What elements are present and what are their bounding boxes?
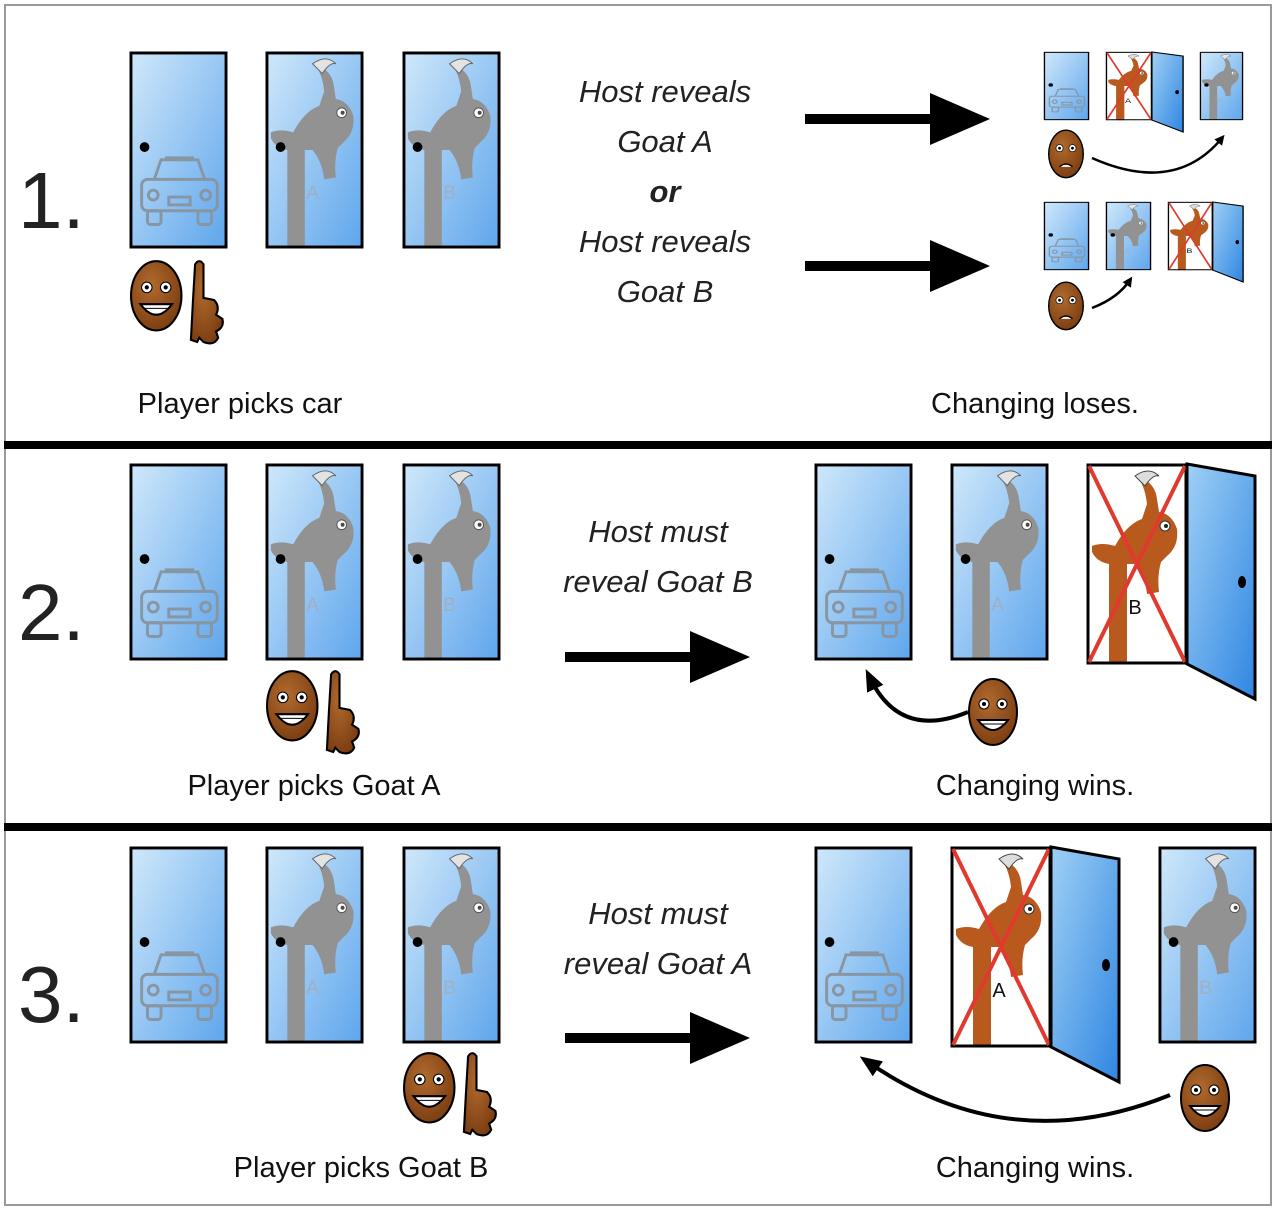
door-icon: B [402,846,501,1044]
open-door-icon: B [1167,201,1244,283]
host-line: Goat B [617,274,714,309]
goat-icon: B [407,58,491,248]
curved-arrow-icon [1091,276,1133,310]
open-door-icon: B [1086,462,1257,702]
goat-icon: A [270,58,354,248]
curved-arrow-icon [865,669,969,723]
goat-letter: A [1125,97,1132,105]
panel-number-2: 2. [18,568,85,657]
goat-icon: A [955,470,1039,660]
result-caption-1: Changing loses. [931,388,1139,420]
pick-caption-3: Player picks Goat B [234,1152,489,1184]
host-text-panel-3: Host must reveal Goat A [564,896,752,981]
car-icon [1048,88,1086,113]
curved-arrow-icon [859,1056,1171,1123]
arrow-icon [805,93,990,145]
face-icon [1048,129,1084,179]
host-line: reveal Goat A [564,946,752,981]
car-icon [140,568,219,638]
pick-caption-2: Player picks Goat A [187,770,441,802]
goat-icon: B [407,470,491,660]
goat-letter: A [306,182,319,204]
goat-letter: B [443,182,456,204]
door-icon [1043,51,1090,121]
goat-letter: B [1199,977,1212,999]
host-text-panel-2: Host must reveal Goat B [563,514,753,599]
face-icon [1048,281,1084,331]
door-icon [129,463,228,661]
door-icon [814,463,913,661]
goat-letter: A [991,594,1004,616]
face-icon [968,678,1018,746]
arrow-icon [805,240,990,292]
car-icon [140,156,219,226]
door-icon: A [950,463,1049,661]
face-icon [130,260,224,345]
red-cross-icon [951,848,1051,1046]
car-icon [825,568,904,638]
door-icon [129,846,228,1044]
goat-letter: A [306,977,319,999]
door-icon [814,846,913,1044]
goat-icon: A [1108,204,1147,270]
arrow-icon [565,631,750,683]
goat-letter: A [992,980,1006,1002]
host-line: Goat A [617,124,712,159]
door-icon: B [1158,846,1257,1044]
curved-arrow-icon [1091,134,1225,174]
red-cross-icon [1106,52,1152,120]
panel-number-3: 3. [18,950,85,1039]
host-line: Host reveals [579,224,751,259]
door-icon: B [402,463,501,661]
pointing-hand-icon [189,260,224,345]
open-door-icon: A [950,845,1121,1085]
door-icon: A [265,846,364,1044]
host-line: Host reveals [579,74,751,109]
face-icon [1180,1064,1230,1132]
goat-icon: B [1163,853,1247,1043]
arrow-icon [565,1012,750,1064]
pick-caption-1: Player picks car [138,388,343,420]
goat-icon: A [270,470,354,660]
goat-icon: B [1202,54,1239,120]
goat-letter: B [443,594,456,616]
door-icon: A [1105,201,1152,271]
pointing-hand-icon [325,670,360,755]
goat-letter: B [1186,247,1192,255]
goat-letter: A [306,594,319,616]
pointing-hand-icon [462,1052,497,1137]
host-line: Host must [588,896,729,931]
panel-number-1: 1. [18,156,85,245]
result-caption-3: Changing wins. [936,1152,1134,1184]
host-line: reveal Goat B [563,564,753,599]
goat-letter: B [1218,97,1224,105]
goat-icon: B [407,853,491,1043]
goat-letter: A [1125,247,1132,255]
goat-letter: B [1128,597,1141,619]
door-icon: B [402,51,501,249]
face-icon [403,1052,497,1137]
car-icon [825,951,904,1021]
face-icon [266,670,360,755]
divider-1 [4,441,1272,449]
car-icon [1048,238,1086,263]
result-caption-2: Changing wins. [936,770,1134,802]
open-door-icon: A [1105,51,1184,133]
door-icon: A [265,51,364,249]
door-icon: B [1199,51,1244,121]
host-line: Host must [588,514,729,549]
goat-letter: B [443,977,456,999]
door-icon: A [265,463,364,661]
door-icon [129,51,228,249]
red-cross-icon [1168,202,1213,270]
host-line-or: or [650,174,683,209]
divider-2 [4,823,1272,831]
car-icon [140,951,219,1021]
goat-icon: A [270,853,354,1043]
door-icon [1043,201,1090,271]
red-cross-icon [1087,465,1187,663]
host-text-panel-1: Host reveals Goat A or Host reveals Goat… [579,74,751,309]
